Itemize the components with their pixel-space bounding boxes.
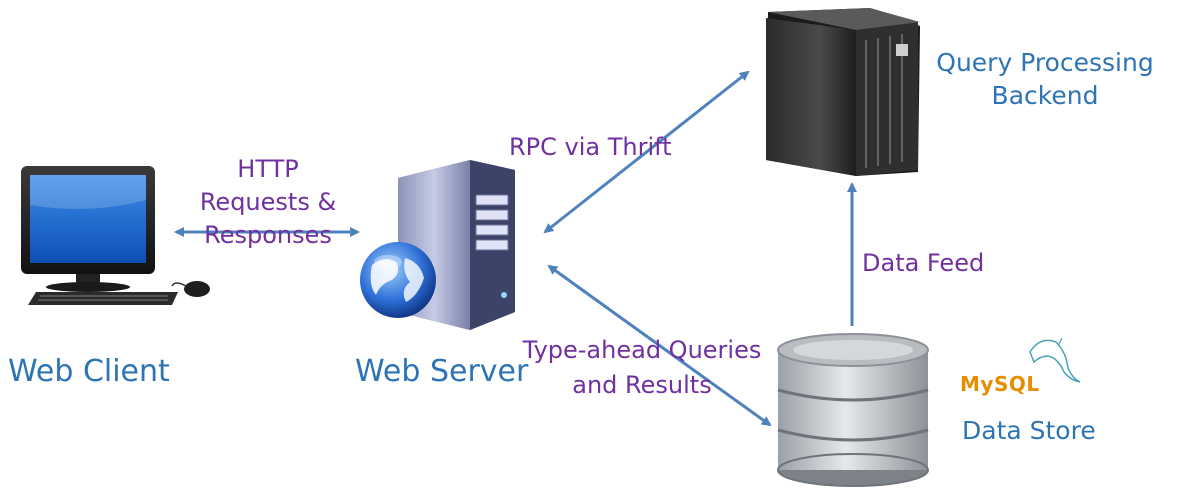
backend-label-line-1: Query Processing — [936, 48, 1154, 77]
backend-label: Query Processing Backend — [914, 47, 1176, 112]
data-feed-edge-label: Data Feed — [862, 249, 985, 277]
database-icon — [777, 333, 929, 487]
data-store-label: Data Store — [962, 416, 1096, 445]
typeahead-label-line-1: Type-ahead Queries — [522, 336, 762, 364]
rpc-edge-label: RPC via Thrift — [509, 133, 672, 161]
http-label-line-2: Requests & — [199, 188, 337, 217]
backend-server-tower-icon — [766, 8, 920, 176]
typeahead-label-line-2: and Results — [572, 370, 712, 399]
typeahead-arrow — [547, 264, 772, 427]
desktop-computer-icon — [21, 166, 210, 305]
backend-label-line-2: Backend — [991, 80, 1099, 110]
rpc-arrow — [543, 70, 750, 234]
mysql-dolphin-icon — [1029, 337, 1081, 383]
web-client-label: Web Client — [8, 354, 170, 389]
http-label-line-1: HTTP — [237, 155, 299, 183]
web-server-icon — [360, 160, 515, 330]
web-server-label: Web Server — [355, 354, 529, 389]
http-label-line-3: Responses — [204, 221, 332, 250]
typeahead-edge-label: Type-ahead Queries and Results — [496, 333, 788, 403]
mysql-logo: MySQL — [960, 372, 1040, 396]
http-edge-label: HTTP Requests & Responses — [178, 153, 358, 252]
